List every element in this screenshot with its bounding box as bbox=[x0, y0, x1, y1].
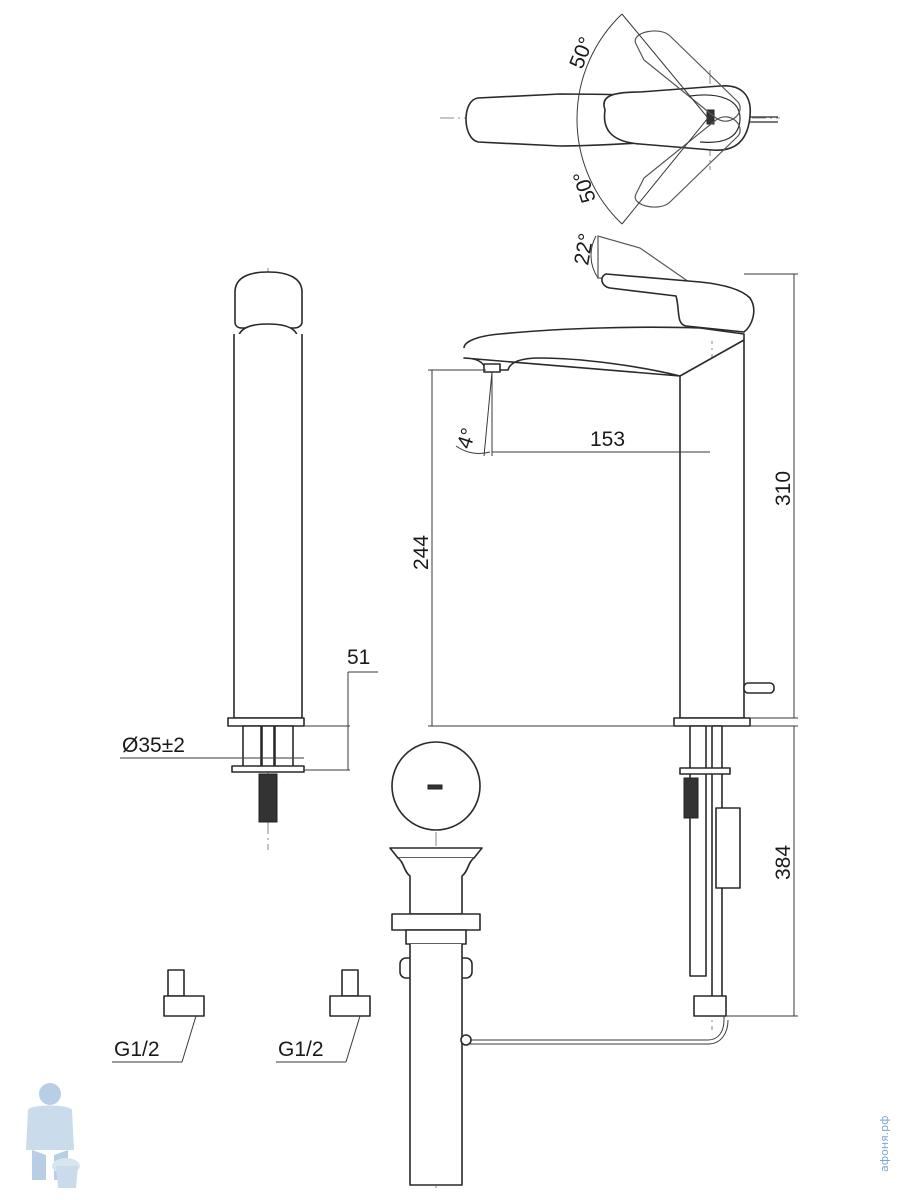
hole-diameter-label: Ø35±2 bbox=[122, 734, 185, 757]
lever-swing-down-label: 50° bbox=[569, 168, 601, 205]
front-view: 51 Ø35±2 G1/2 G1/2 bbox=[112, 268, 378, 1063]
lever-swing-up-label: 50° bbox=[565, 34, 598, 72]
watermark-text: афоня.рф bbox=[878, 1115, 891, 1172]
total-height-label: 310 bbox=[772, 471, 795, 506]
spout-angle-label: 4° bbox=[453, 425, 481, 451]
fixing-stud-icon bbox=[258, 773, 278, 823]
watermark: афоня.рф bbox=[26, 1083, 891, 1188]
lever-tilt-label: 22° bbox=[570, 232, 598, 267]
connection-left-label: G1/2 bbox=[114, 1038, 160, 1061]
connection-right-label: G1/2 bbox=[278, 1038, 324, 1061]
top-view: 50° 50° bbox=[440, 13, 780, 225]
plumber-logo-icon bbox=[26, 1083, 80, 1188]
hose-length-label: 384 bbox=[772, 845, 795, 880]
plug-slot-icon bbox=[427, 784, 443, 790]
side-view: 310 384 244 153 4° 22° bbox=[410, 232, 798, 1030]
spout-reach-label: 153 bbox=[590, 428, 625, 451]
flange-thickness-label: 51 bbox=[347, 646, 370, 669]
spout-height-label: 244 bbox=[410, 535, 433, 570]
fixing-stud-side-icon bbox=[683, 777, 699, 819]
drain-view bbox=[389, 741, 729, 1190]
